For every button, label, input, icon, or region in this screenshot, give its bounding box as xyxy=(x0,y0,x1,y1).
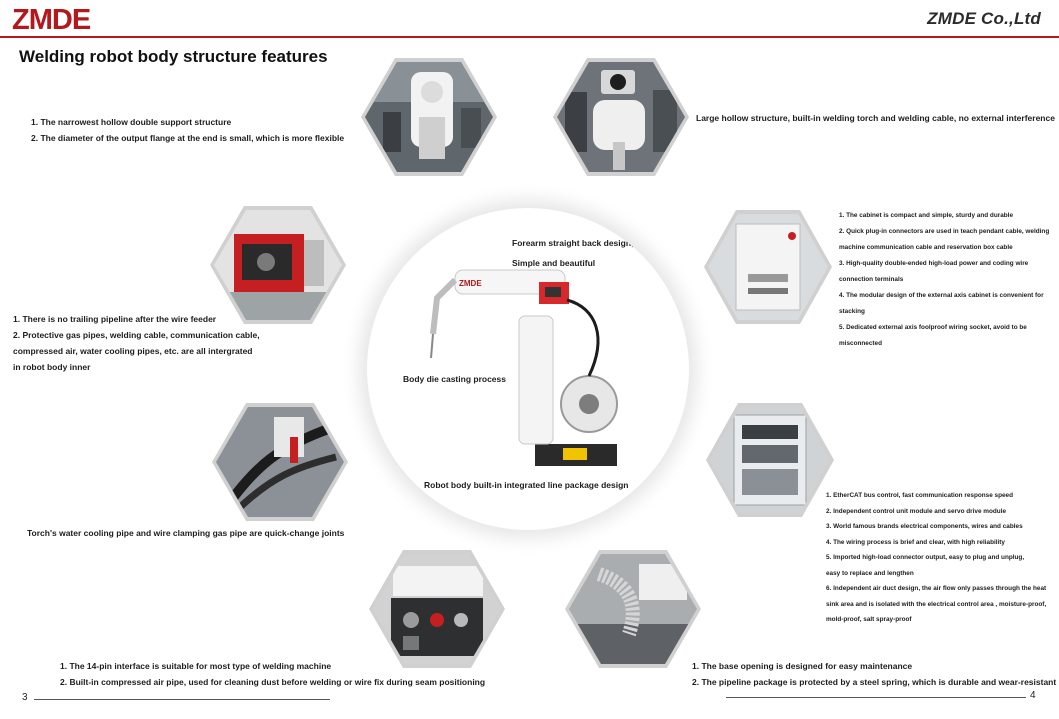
torch-quick-change-photo xyxy=(212,403,348,521)
feature-line: 2. Protective gas pipes, welding cable, … xyxy=(13,330,260,340)
feature-line: machine communication cable and reservat… xyxy=(839,244,1013,251)
feature-line: 1. The narrowest hollow double support s… xyxy=(31,117,232,127)
feature-line: mold-proof, salt spray-proof xyxy=(826,616,912,623)
feature-line: 2. Quick plug-in connectors are used in … xyxy=(839,228,1050,235)
feature-line: 1. The base opening is designed for easy… xyxy=(692,661,913,671)
svg-text:ZMDE: ZMDE xyxy=(12,4,91,34)
feature-line: connection terminals xyxy=(839,276,904,283)
left-footer-rule xyxy=(34,699,330,700)
center-robot-circle: ZMDE Forearm straight back design, Simpl… xyxy=(367,208,689,530)
hollow-structure-photo xyxy=(553,58,689,176)
feature-line: 5. Dedicated external axis foolproof wir… xyxy=(839,324,1027,331)
feature-line: 2. The diameter of the output flange at … xyxy=(31,133,345,143)
integrated-line-package-label: Robot body built-in integrated line pack… xyxy=(424,480,629,490)
feature-line: 4. The wiring process is brief and clear… xyxy=(826,538,1005,546)
die-casting-label: Body die casting process xyxy=(403,374,506,384)
page-title: Welding robot body structure features xyxy=(19,47,328,66)
forearm-design-label-2: Simple and beautiful xyxy=(512,258,596,268)
feature-line: Large hollow structure, built-in welding… xyxy=(696,113,1055,123)
feature-line: 2. Built-in compressed air pipe, used fo… xyxy=(60,677,486,687)
control-cabinet-photo xyxy=(706,403,834,517)
feature-line: 1. EtherCAT bus control, fast communicat… xyxy=(826,492,1014,499)
feature-line: compressed air, water cooling pipes, etc… xyxy=(13,346,253,356)
feature-line: 5. Imported high-load connector output, … xyxy=(826,554,1025,561)
feature-line: misconnected xyxy=(839,340,882,347)
wrist-hollow-photo xyxy=(361,58,497,176)
feature-line: 4. The modular design of the external ax… xyxy=(839,292,1044,299)
feature-line: stacking xyxy=(839,308,865,315)
top-left-features: 1. The narrowest hollow double support s… xyxy=(31,114,344,146)
company-name: ZMDE Co.,Ltd xyxy=(927,9,1041,28)
feature-line: 2. The pipeline package is protected by … xyxy=(692,677,1057,687)
bottom-right-features: 1. The base opening is designed for easy… xyxy=(692,658,1056,690)
header-divider xyxy=(0,36,1059,38)
feature-line: 1. The cabinet is compact and simple, st… xyxy=(839,212,1014,219)
right-footer-rule xyxy=(726,697,1026,698)
svg-text:ZMDE: ZMDE xyxy=(459,279,482,288)
base-spring-photo xyxy=(565,550,701,668)
feature-line: 3. High-quality double-ended high-load p… xyxy=(839,260,1029,267)
feature-line: 3. World famous brands electrical compon… xyxy=(826,523,1023,530)
wire-feeder-photo xyxy=(210,206,346,324)
feature-line: Torch's water cooling pipe and wire clam… xyxy=(27,528,345,538)
torch-feature: Torch's water cooling pipe and wire clam… xyxy=(27,525,344,541)
control-cabinet-features: 1. EtherCAT bus control, fast communicat… xyxy=(826,488,1046,628)
forearm-design-label: Forearm straight back design, xyxy=(512,238,634,248)
14-pin-interface-photo xyxy=(369,550,505,668)
mid-left-features: 1. There is no trailing pipeline after t… xyxy=(13,311,260,375)
feature-line: 6. Independent air duct design, the air … xyxy=(826,585,1047,592)
feature-line: 1. There is no trailing pipeline after t… xyxy=(13,314,217,324)
bottom-left-features: 1. The 14-pin interface is suitable for … xyxy=(60,658,485,690)
left-page-number: 3 xyxy=(22,692,28,703)
feature-line: 2. Independent control unit module and s… xyxy=(826,507,1007,515)
feature-line: in robot body inner xyxy=(13,362,91,372)
top-right-feature: Large hollow structure, built-in welding… xyxy=(696,110,1055,126)
cabinet-features: 1. The cabinet is compact and simple, st… xyxy=(839,208,1049,352)
right-page-number: 4 xyxy=(1030,690,1036,701)
zmde-logo: ZMDE xyxy=(12,4,124,36)
welding-robot-illustration: ZMDE xyxy=(430,269,618,466)
feature-line: easy to replace and lengthen xyxy=(826,569,914,577)
external-axis-cabinet-photo xyxy=(704,210,832,324)
feature-line: 1. The 14-pin interface is suitable for … xyxy=(60,661,332,671)
feature-line: sink area and is isolated with the elect… xyxy=(826,600,1047,608)
